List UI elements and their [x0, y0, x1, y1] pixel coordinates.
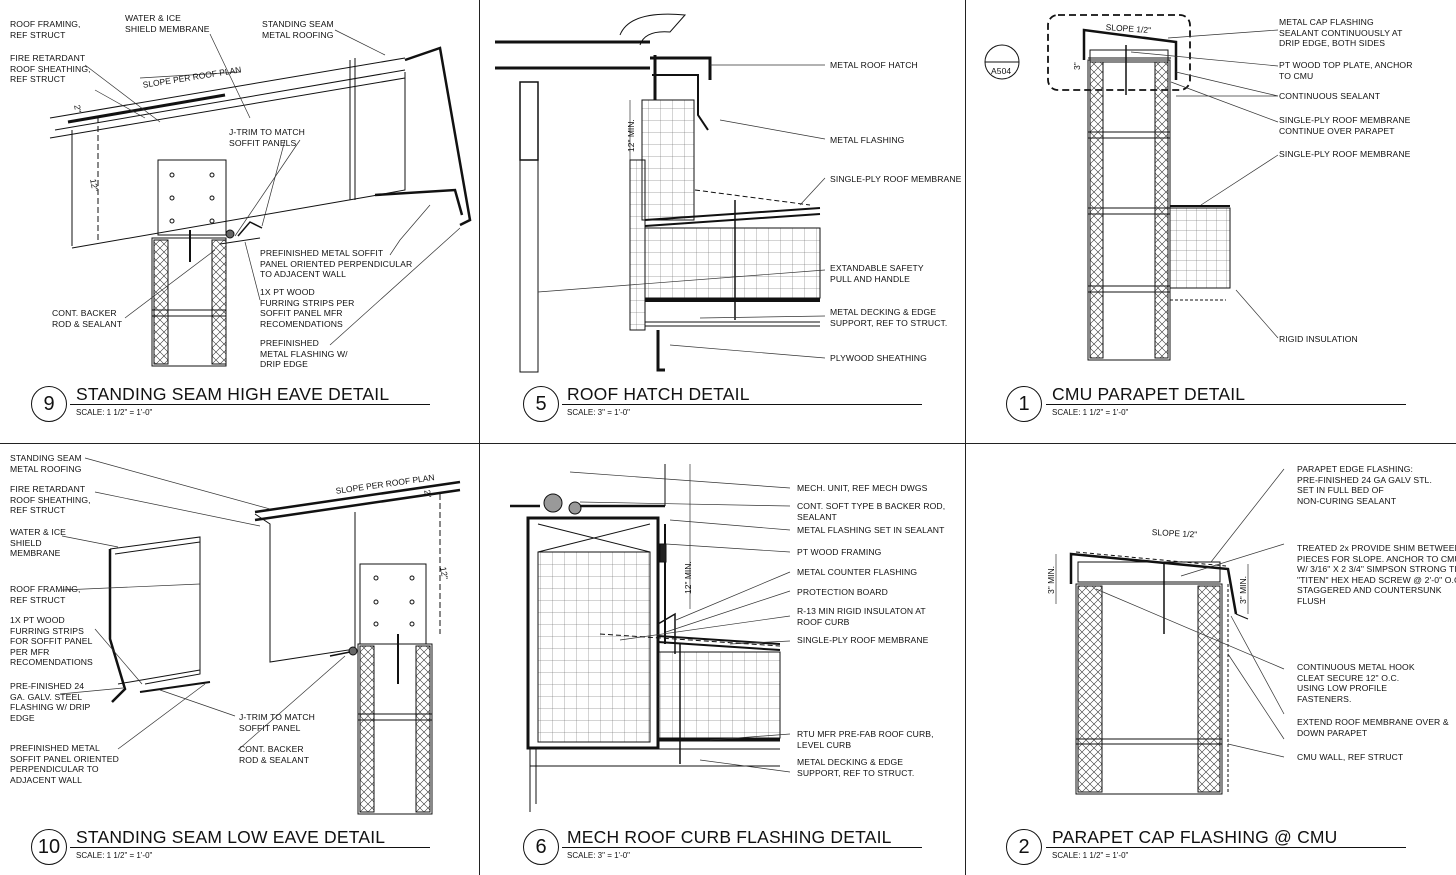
label-treated-shim: TREATED 2x PROVIDE SHIM BETWEEN PIECES F…: [1297, 543, 1456, 606]
label-backer-rod: CONT. BACKER ROD & SEALANT: [239, 744, 310, 765]
label-furring-strips: 1X PT WOOD FURRING STRIPS FOR SOFFIT PAN…: [10, 615, 93, 668]
label-single-ply-membrane: SINGLE-PLY ROOF MEMBRANE: [797, 635, 929, 645]
label-counter-flashing: METAL COUNTER FLASHING: [797, 567, 918, 577]
detail-9-high-eave: ROOF FRAMING, REF STRUCT WATER & ICE SHI…: [0, 0, 479, 443]
dimension-label: 12" MIN.: [626, 119, 636, 152]
label-single-ply-membrane: SINGLE-PLY ROOF MEMBRANE: [830, 174, 962, 184]
label-mech-unit: MECH. UNIT, REF MECH DWGS: [797, 483, 928, 493]
label-fire-retardant-sheathing: FIRE RETARDANT ROOF SHEATHING, REF STRUC…: [10, 53, 91, 85]
title-underline: [1046, 404, 1406, 405]
label-metal-decking: METAL DECKING & EDGE SUPPORT, REF TO STR…: [830, 307, 948, 328]
label-standing-seam: STANDING SEAM METAL ROOFING: [10, 453, 82, 474]
label-water-ice-shield: WATER & ICE SHIELD MEMBRANE: [125, 13, 210, 34]
detail-10-low-eave: STANDING SEAM METAL ROOFING FIRE RETARDA…: [0, 444, 479, 875]
sheet-divider: [965, 0, 966, 875]
label-safety-pull: EXTANDABLE SAFETY PULL AND HANDLE: [830, 263, 924, 284]
detail-5-drawing: [495, 13, 826, 373]
label-roof-framing: ROOF FRAMING, REF STRUCT: [10, 19, 81, 40]
label-metal-flashing: METAL FLASHING: [830, 135, 905, 145]
label-soffit-panel: PREFINISHED METAL SOFFIT PANEL ORIENTED …: [260, 248, 413, 280]
label-metal-flashing: METAL FLASHING SET IN SEALANT: [797, 525, 945, 535]
label-single-ply-membrane: SINGLE-PLY ROOF MEMBRANE: [1279, 149, 1411, 159]
label-hook-cleat: CONTINUOUS METAL HOOK CLEAT SECURE 12" O…: [1297, 662, 1415, 704]
label-metal-decking: METAL DECKING & EDGE SUPPORT, REF TO STR…: [797, 757, 915, 778]
title-underline: [70, 847, 430, 848]
label-roof-framing: ROOF FRAMING, REF STRUCT: [10, 584, 81, 605]
dimension-label: 12" MIN.: [683, 561, 693, 594]
detail-number-bubble: 1: [1006, 386, 1042, 422]
sheet-divider: [0, 443, 1456, 444]
label-j-trim: J-TRIM TO MATCH SOFFIT PANELS: [229, 127, 305, 148]
title-underline: [1046, 847, 1406, 848]
label-protection-board: PROTECTION BOARD: [797, 587, 888, 597]
label-standing-seam: STANDING SEAM METAL ROOFING: [262, 19, 334, 40]
title-underline: [70, 404, 430, 405]
label-membrane-over-parapet: SINGLE-PLY ROOF MEMBRANE CONTINUE OVER P…: [1279, 115, 1411, 136]
detail-1-cmu-parapet: 2 A504 SLOPE 1/2" 3" METAL CAP FLASHING …: [966, 0, 1456, 443]
detail-title: CMU PARAPET DETAIL: [1052, 384, 1246, 404]
detail-10-drawing: [59, 457, 461, 815]
detail-5-roof-hatch: METAL ROOF HATCH METAL FLASHING SINGLE-P…: [480, 0, 965, 443]
label-galv-flashing: PRE-FINISHED 24 GA. GALV. STEEL FLASHING…: [10, 681, 91, 723]
label-j-trim: J-TRIM TO MATCH SOFFIT PANEL: [239, 712, 315, 733]
detail-title: ROOF HATCH DETAIL: [567, 384, 750, 404]
label-parapet-edge-flashing: PARAPET EDGE FLASHING: PRE-FINISHED 24 G…: [1297, 464, 1432, 506]
label-roof-curb: RTU MFR PRE-FAB ROOF CURB, LEVEL CURB: [797, 729, 934, 750]
detail-title: STANDING SEAM LOW EAVE DETAIL: [76, 827, 386, 847]
label-continuous-sealant: CONTINUOUS SEALANT: [1279, 91, 1381, 101]
detail-title: PARAPET CAP FLASHING @ CMU: [1052, 827, 1338, 847]
label-rigid-insulation: R-13 MIN RIGID INSULATON AT ROOF CURB: [797, 606, 926, 627]
label-fire-retardant-sheathing: FIRE RETARDANT ROOF SHEATHING, REF STRUC…: [10, 484, 91, 516]
label-soffit-panel: PREFINISHED METAL SOFFIT PANEL ORIENTED …: [10, 743, 119, 785]
dimension-label: 12": [438, 566, 451, 581]
label-plywood-sheathing: PLYWOOD SHEATHING: [830, 353, 927, 363]
detail-title: MECH ROOF CURB FLASHING DETAIL: [567, 827, 892, 847]
sheet-divider: [479, 0, 480, 875]
title-underline: [562, 404, 922, 405]
detail-6-drawing: [510, 464, 791, 812]
detail-number-bubble: 6: [523, 829, 559, 865]
dimension-label: 3" MIN.: [1238, 575, 1248, 604]
detail-number-bubble: 5: [523, 386, 559, 422]
title-underline: [562, 847, 922, 848]
label-metal-cap-flashing: METAL CAP FLASHING SEALANT CONTINUOUSLY …: [1279, 17, 1403, 49]
label-cmu-wall: CMU WALL, REF STRUCT: [1297, 752, 1404, 762]
label-rigid-insulation: RIGID INSULATION: [1279, 334, 1358, 344]
detail-title: STANDING SEAM HIGH EAVE DETAIL: [76, 384, 390, 404]
detail-scale: SCALE: 1 1/2" = 1'-0": [1052, 851, 1129, 860]
label-metal-roof-hatch: METAL ROOF HATCH: [830, 60, 918, 70]
detail-number-bubble: 9: [31, 386, 67, 422]
detail-scale: SCALE: 1 1/2" = 1'-0": [76, 851, 153, 860]
detail-number-bubble: 10: [31, 829, 67, 865]
detail-9-drawing: [49, 29, 472, 367]
label-metal-flashing: PREFINISHED METAL FLASHING W/ DRIP EDGE: [260, 338, 348, 370]
dimension-label: 3": [1072, 62, 1082, 70]
detail-2-parapet-cap: SLOPE 1/2" 3" MIN. 3" MIN. PARAPET EDGE …: [966, 444, 1456, 875]
label-backer-rod: CONT. BACKER ROD & SEALANT: [52, 308, 123, 329]
label-water-ice-shield: WATER & ICE SHIELD MEMBRANE: [10, 527, 67, 559]
dimension-label: 12": [88, 178, 101, 193]
label-pt-wood-top-plate: PT WOOD TOP PLATE, ANCHOR TO CMU: [1279, 60, 1413, 81]
label-extend-membrane: EXTEND ROOF MEMBRANE OVER & DOWN PARAPET: [1297, 717, 1449, 738]
detail-scale: SCALE: 1 1/2" = 1'-0": [76, 408, 153, 417]
detail-scale: SCALE: 1 1/2" = 1'-0": [1052, 408, 1129, 417]
detail-1-drawing: [984, 14, 1279, 361]
label-furring-strips: 1X PT WOOD FURRING STRIPS PER SOFFIT PAN…: [260, 287, 355, 329]
section-callout-sheet: A504: [991, 66, 1012, 76]
detail-scale: SCALE: 3" = 1'-0": [567, 851, 631, 860]
detail-6-mech-curb: MECH. UNIT, REF MECH DWGS CONT. SOFT TYP…: [480, 444, 965, 875]
label-backer-rod: CONT. SOFT TYPE B BACKER ROD, SEALANT: [797, 501, 946, 522]
detail-number-bubble: 2: [1006, 829, 1042, 865]
detail-2-drawing: [1055, 468, 1285, 795]
detail-scale: SCALE: 3" = 1'-0": [567, 408, 631, 417]
label-pt-wood-framing: PT WOOD FRAMING: [797, 547, 882, 557]
dimension-label: 3" MIN.: [1046, 565, 1056, 594]
